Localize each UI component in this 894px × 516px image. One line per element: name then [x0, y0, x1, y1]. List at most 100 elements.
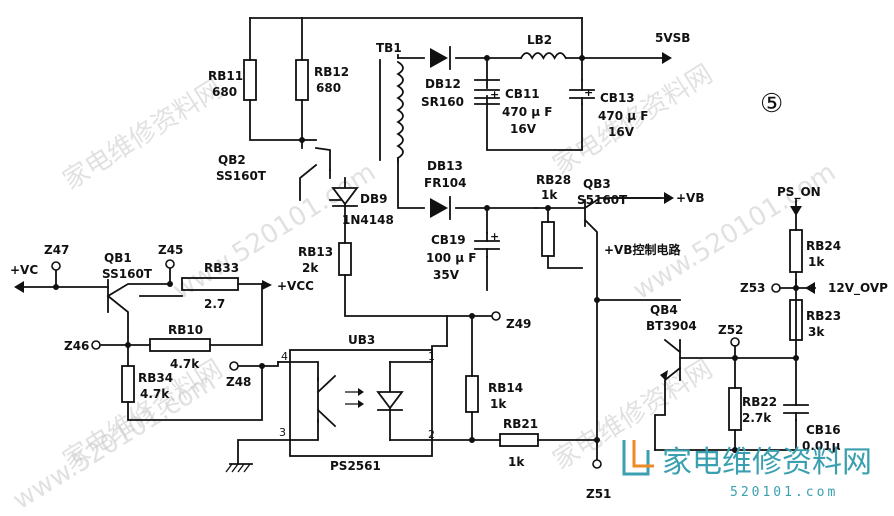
watermark-url-3: www.520101.com — [8, 367, 221, 516]
label-pin4: 4 — [281, 350, 288, 363]
label-cb11-val1: 470 μ F — [502, 105, 552, 119]
z47-terminal — [51, 261, 61, 271]
label-5vsb: 5VSB — [655, 31, 690, 45]
label-plus-cb19: + — [490, 230, 499, 243]
label-vc: +VC — [10, 263, 38, 277]
tb1-transformer — [379, 59, 404, 161]
label-rb34-val: 4.7k — [140, 387, 170, 401]
z52-terminal — [730, 337, 740, 347]
label-db9-ref: DB9 — [360, 192, 387, 206]
vc-arrow — [14, 281, 24, 293]
rb10-resistor — [149, 338, 211, 352]
qb4-arrow — [660, 370, 668, 381]
label-rb28-ref: RB28 — [536, 173, 571, 187]
vb-arrow — [664, 192, 674, 204]
label-vb-ctrl: +VB控制电路 — [604, 242, 681, 257]
junctions — [53, 55, 799, 453]
label-cb13-val1: 470 μ F — [598, 109, 648, 123]
label-rb23-val: 3k — [808, 325, 825, 339]
cb16-capacitor — [783, 404, 809, 414]
label-db13-ref: DB13 — [427, 159, 463, 173]
label-rb21-val: 1k — [508, 455, 525, 469]
label-rb22-val: 2.7k — [742, 411, 772, 425]
rb28-resistor — [541, 221, 555, 257]
figure-number: ⑤ — [760, 89, 783, 119]
label-db13-part: FR104 — [424, 176, 467, 190]
rb12-resistor — [295, 59, 309, 101]
label-vcc: +VCC — [277, 279, 314, 293]
label-qb2-part: SS160T — [216, 169, 267, 183]
label-cb19-val2: 35V — [433, 268, 460, 282]
label-z46: Z46 — [64, 339, 89, 353]
label-pin2: 2 — [428, 428, 435, 441]
lb2-inductor — [519, 52, 568, 60]
label-qb1-ref: QB1 — [104, 251, 132, 265]
label-cb11-ref: CB11 — [505, 87, 540, 101]
rb21-resistor — [499, 433, 539, 447]
label-z52: Z52 — [718, 323, 743, 337]
rb23-resistor — [789, 299, 803, 341]
label-z48: Z48 — [226, 375, 251, 389]
db13-diode — [430, 198, 448, 218]
rb13-resistor — [338, 242, 352, 276]
label-rb22-ref: RB22 — [742, 395, 777, 409]
label-rb14-ref: RB14 — [488, 381, 523, 395]
label-tb1: TB1 — [376, 41, 402, 55]
label-cb13-ref: CB13 — [600, 91, 635, 105]
label-plus-cb11: + — [490, 88, 499, 101]
label-qb3-part: S5160T — [577, 193, 628, 207]
label-rb21-ref: RB21 — [503, 417, 538, 431]
capacitors — [474, 79, 809, 421]
watermark-url-1: www.520101.com — [168, 157, 381, 306]
label-rb10-ref: RB10 — [168, 323, 203, 337]
ub3-optocoupler — [289, 349, 433, 457]
5vsb-arrow — [662, 52, 672, 64]
z51-terminal — [592, 459, 602, 469]
label-rb11-val: 680 — [212, 85, 237, 99]
label-db9-part: 1N4148 — [342, 213, 394, 227]
rb22-resistor — [728, 387, 742, 431]
ps-on-arrow — [790, 206, 802, 216]
label-qb4-ref: QB4 — [650, 303, 678, 317]
test-points — [51, 259, 781, 469]
label-z47: Z47 — [44, 243, 69, 257]
logo-text-cn: 家电维修资料网 — [662, 445, 872, 480]
label-cb16-val: 0.01μ — [802, 439, 841, 453]
label-cb19-val1: 100 μ F — [426, 251, 476, 265]
logo-text-url: 520101.com — [730, 485, 838, 500]
z48-terminal — [229, 361, 239, 371]
site-logo: 家电维修资料网 520101.com — [622, 440, 872, 500]
label-rb10-val: 4.7k — [170, 357, 200, 371]
label-rb12-ref: RB12 — [314, 65, 349, 79]
wires — [19, 17, 816, 465]
z53-terminal — [771, 283, 781, 293]
ground-symbol — [225, 463, 253, 473]
component-labels: TB1 DB12 SR160 LB2 5VSB + CB11 470 μ F 1… — [10, 31, 888, 501]
rb24-resistor — [789, 229, 803, 273]
label-rb12-val: 680 — [316, 81, 341, 95]
label-z51: Z51 — [586, 487, 611, 501]
rb34-resistor — [121, 365, 135, 403]
label-qb2-ref: QB2 — [218, 153, 246, 167]
label-rb14-val: 1k — [490, 397, 507, 411]
label-lb2: LB2 — [527, 33, 552, 47]
label-rb11-ref: RB11 — [208, 69, 243, 83]
label-rb23-ref: RB23 — [806, 309, 841, 323]
label-ps2561: PS2561 — [330, 459, 381, 473]
watermark-url-2: www.520101.com — [628, 157, 841, 306]
label-pin3: 3 — [279, 426, 286, 439]
label-rb33-ref: RB33 — [204, 261, 239, 275]
label-db12-ref: DB12 — [425, 77, 461, 91]
rb11-resistor — [243, 59, 257, 101]
label-ps-on: PS_ON — [777, 185, 821, 200]
label-cb16-ref: CB16 — [806, 423, 841, 437]
label-cb13-val2: 16V — [608, 125, 635, 139]
diodes — [331, 46, 451, 220]
label-rb28-val: 1k — [541, 188, 558, 202]
label-vb: +VB — [676, 191, 705, 205]
label-cb19-ref: CB19 — [431, 233, 466, 247]
label-rb34-ref: RB34 — [138, 371, 173, 385]
label-rb33-val: 2.7 — [204, 297, 225, 311]
label-rb13-ref: RB13 — [298, 245, 333, 259]
